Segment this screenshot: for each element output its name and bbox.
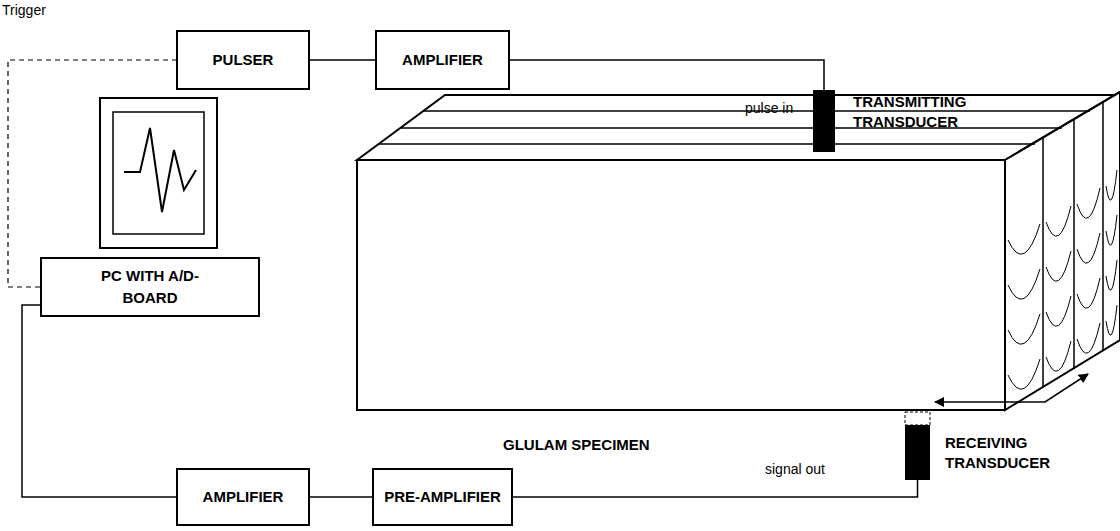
- signal-wire: [310, 496, 372, 498]
- trigger-line: [8, 60, 176, 287]
- edge-label: Trigger: [2, 2, 46, 18]
- box-label: PC WITH A/D-BOARD: [100, 265, 200, 309]
- box-label: AMPLIFIER: [203, 486, 284, 508]
- box-label: AMPLIFIER: [402, 49, 483, 71]
- signal-label: pulse in: [745, 100, 793, 116]
- process-box: PC WITH A/D-BOARD: [40, 257, 260, 317]
- dimension-arrow: [935, 374, 1088, 402]
- transducer-ghost: [905, 412, 930, 425]
- box-label: PULSER: [213, 49, 274, 71]
- monitor-icon: [100, 98, 217, 248]
- transducer: TRANSMITTING TRANSDUCER: [813, 90, 835, 152]
- signal-label: signal out: [765, 461, 825, 477]
- signal-wire: [510, 60, 824, 90]
- transducer-label: TRANSMITTING TRANSDUCER: [853, 92, 1003, 133]
- process-box: AMPLIFIER: [375, 30, 510, 90]
- process-box: AMPLIFIER: [176, 468, 310, 526]
- box-label: PRE-AMPLIFIER: [384, 486, 501, 508]
- signal-wire: [22, 305, 176, 497]
- specimen-label: GLULAM SPECIMEN: [503, 436, 650, 453]
- growth-rings: [1008, 170, 1117, 389]
- signal-wire: [513, 480, 918, 497]
- glulam-block: [357, 92, 1120, 410]
- lamella-lines: [379, 102, 1103, 387]
- signal-wire: [310, 59, 375, 61]
- transducer: RECEIVING TRANSDUCER: [905, 425, 930, 480]
- transducer-label: RECEIVING TRANSDUCER: [945, 433, 1095, 474]
- process-box: PRE-AMPLIFIER: [372, 468, 513, 526]
- process-box: PULSER: [176, 30, 310, 90]
